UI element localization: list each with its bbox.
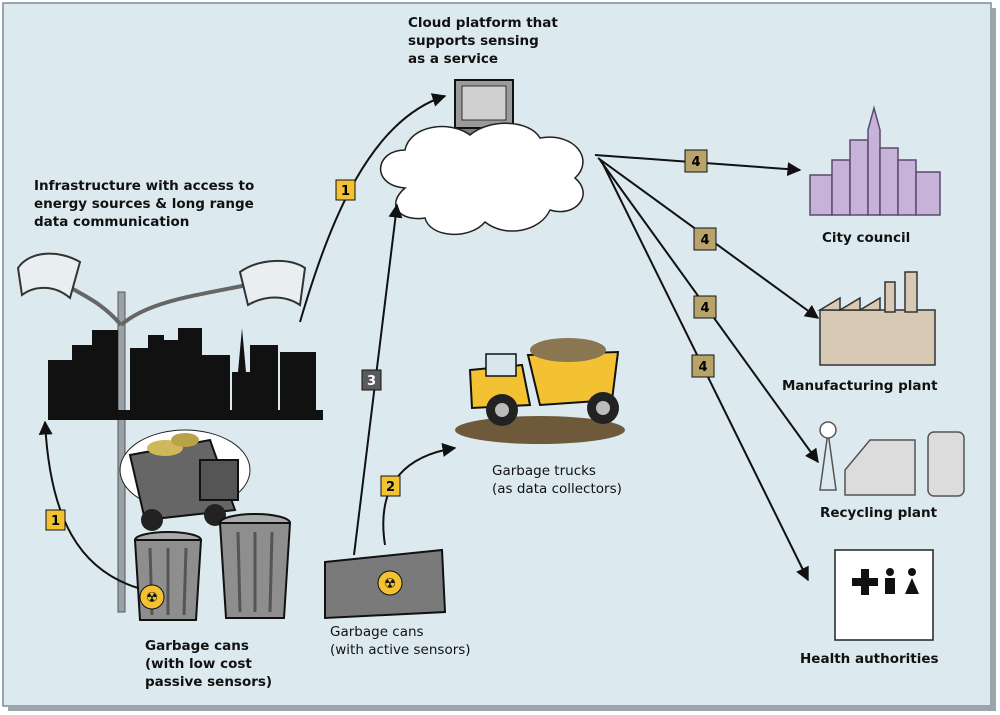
cloud-label-line: as a service xyxy=(408,51,499,67)
garbage-cans-active-label: Garbage cans (with active sensors) xyxy=(330,623,471,659)
trucks-label-line: (as data collectors) xyxy=(492,481,622,497)
recycling-plant-label: Recycling plant xyxy=(820,505,938,521)
panel-shadow xyxy=(991,8,996,710)
infrastructure-label-line: Infrastructure with access to xyxy=(34,178,255,194)
svg-text:2: 2 xyxy=(386,480,395,495)
trucks-label-line: Garbage trucks xyxy=(492,463,596,479)
cloud-platform-label: Cloud platform that supports sensing as … xyxy=(408,14,558,68)
svg-text:☢: ☢ xyxy=(146,590,159,606)
svg-text:4: 4 xyxy=(698,360,707,375)
step-badge-4-health: 4 xyxy=(691,354,715,378)
cans-passive-label-line: passive sensors) xyxy=(145,674,273,690)
manufacturing-plant-label: Manufacturing plant xyxy=(782,378,938,394)
street-lamp-icon xyxy=(16,252,307,613)
step-badge-4-city: 4 xyxy=(684,149,708,173)
health-authorities-label: Health authorities xyxy=(800,651,939,667)
cloud-label-line: supports sensing xyxy=(408,33,539,49)
city-council-icon xyxy=(809,105,941,216)
svg-text:4: 4 xyxy=(691,155,700,170)
arrow-sensors-to-trucks xyxy=(382,443,457,546)
tipping-truck-icon xyxy=(119,429,251,531)
city-council-label: City council xyxy=(822,230,911,246)
garbage-trucks-label: Garbage trucks (as data collectors) xyxy=(492,462,622,498)
cloud-icon xyxy=(379,122,584,235)
step-badge-3: 3 xyxy=(361,369,382,391)
garbage-can-icon: ☢ xyxy=(133,531,203,621)
cloud-label-line: Cloud platform that xyxy=(408,15,558,31)
infrastructure-label-line: energy sources & long range xyxy=(34,196,254,212)
active-sensor-box-icon: ☢ xyxy=(324,548,447,620)
garbage-cans-passive-label: Garbage cans (with low cost passive sens… xyxy=(145,637,272,691)
svg-text:1: 1 xyxy=(341,184,350,199)
arrow-cans-to-infrastructure xyxy=(38,420,139,589)
cans-passive-label-line: Garbage cans xyxy=(145,638,249,654)
svg-text:4: 4 xyxy=(700,301,709,316)
recycling-plant-icon xyxy=(819,421,965,497)
arrow-infrastructure-to-cloud xyxy=(299,93,447,323)
svg-text:3: 3 xyxy=(367,374,376,389)
step-badge-1-top: 1 xyxy=(335,179,356,201)
step-badge-2: 2 xyxy=(380,475,401,497)
cans-passive-label-line: (with low cost xyxy=(145,656,252,672)
svg-text:☢: ☢ xyxy=(384,576,397,592)
step-badge-1-left: 1 xyxy=(45,509,66,531)
infrastructure-label-line: data communication xyxy=(34,214,190,230)
dump-truck-icon xyxy=(455,338,625,444)
health-authorities-icon xyxy=(834,549,934,641)
step-badge-4-manufacturing: 4 xyxy=(693,227,717,251)
svg-text:1: 1 xyxy=(51,514,60,529)
city-skyline-icon xyxy=(48,328,323,420)
cans-active-label-line: (with active sensors) xyxy=(330,642,471,658)
step-badge-4-recycling: 4 xyxy=(693,295,717,319)
infrastructure-label: Infrastructure with access to energy sou… xyxy=(34,177,254,231)
cans-active-label-line: Garbage cans xyxy=(330,624,424,640)
garbage-can-icon xyxy=(218,513,292,619)
svg-text:4: 4 xyxy=(700,233,709,248)
factory-icon xyxy=(817,271,936,366)
panel-shadow-bottom xyxy=(8,706,996,711)
